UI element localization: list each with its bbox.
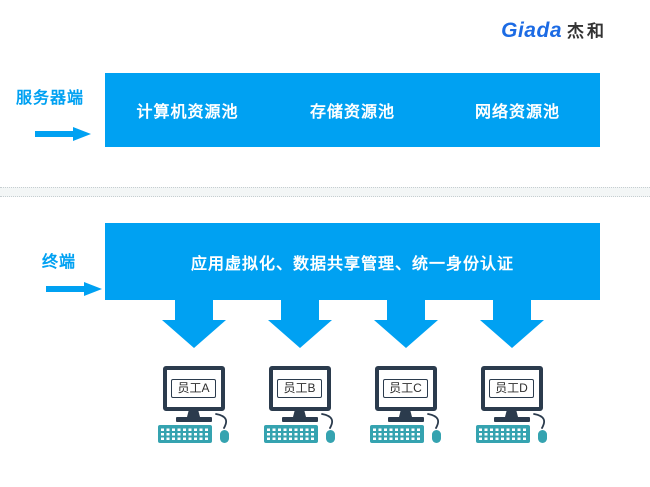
monitor-base — [493, 417, 530, 422]
terminal-platform-label: 应用虚拟化、数据共享管理、统一身份认证 — [190, 255, 514, 273]
down-arrow-icon — [373, 300, 438, 348]
employee-label: 员工B — [277, 378, 322, 399]
computer-icon: 员工B — [263, 366, 336, 443]
monitor-frame: 员工B — [268, 366, 331, 411]
terminal-side-label: 终端 — [42, 254, 77, 271]
computer-icon: 员工C — [369, 366, 442, 443]
pool-network-resources: 网络资源池 — [474, 104, 560, 121]
terminal-platform-bar: 应用虚拟化、数据共享管理、统一身份认证 — [105, 223, 600, 300]
mouse-cable — [214, 413, 227, 429]
monitor-frame: 员工A — [162, 366, 225, 411]
mouse-cable — [532, 413, 545, 429]
mouse-cable — [320, 413, 333, 429]
mouse-cable — [426, 413, 439, 429]
monitor-frame: 员工C — [374, 366, 437, 411]
mouse-icon — [325, 430, 335, 443]
server-side-label: 服务器端 — [16, 90, 85, 107]
endpoint-employee-c: 员工C — [368, 300, 444, 443]
mouse-icon — [219, 430, 229, 443]
down-arrow-icon — [267, 300, 332, 348]
keyboard-mouse-row — [369, 413, 442, 443]
server-resource-bar: 计算机资源池 存储资源池 网络资源池 — [105, 73, 600, 147]
endpoint-employee-b: 员工B — [262, 300, 338, 443]
keyboard-keys — [266, 428, 315, 440]
section-divider — [0, 187, 650, 197]
keyboard-mouse-row — [475, 413, 548, 443]
down-arrow-icon — [161, 300, 226, 348]
keyboard-icon — [475, 425, 530, 443]
monitor-frame: 员工D — [480, 366, 543, 411]
monitor-stand — [187, 411, 200, 417]
keyboard-icon — [369, 425, 424, 443]
monitor-stand — [505, 411, 518, 417]
keyboard-mouse-row — [157, 413, 230, 443]
pool-computer-resources: 计算机资源池 — [136, 104, 239, 121]
brand-logo-cn-text: 杰和 — [567, 22, 607, 41]
brand-logo: Giada 杰和 — [501, 17, 607, 43]
monitor-stand — [293, 411, 306, 417]
endpoints-row: 员工A 员工B — [105, 300, 600, 443]
brand-logo-text: Giada — [501, 19, 562, 42]
employee-label: 员工D — [489, 378, 534, 399]
terminal-right-arrow-icon — [46, 282, 102, 296]
mouse-icon — [537, 430, 547, 443]
employee-label: 员工C — [383, 378, 428, 399]
monitor-stand — [399, 411, 412, 417]
keyboard-icon — [157, 425, 212, 443]
keyboard-keys — [372, 428, 421, 440]
down-arrow-icon — [479, 300, 544, 348]
endpoint-employee-d: 员工D — [474, 300, 550, 443]
computer-icon: 员工A — [157, 366, 230, 443]
mouse-icon — [431, 430, 441, 443]
keyboard-mouse-row — [263, 413, 336, 443]
monitor-base — [281, 417, 318, 422]
server-right-arrow-icon — [35, 127, 91, 141]
keyboard-keys — [160, 428, 209, 440]
monitor-base — [175, 417, 212, 422]
monitor-base — [387, 417, 424, 422]
computer-icon: 员工D — [475, 366, 548, 443]
endpoint-employee-a: 员工A — [156, 300, 232, 443]
keyboard-icon — [263, 425, 318, 443]
employee-label: 员工A — [171, 378, 216, 399]
pool-storage-resources: 存储资源池 — [309, 104, 395, 121]
keyboard-keys — [478, 428, 527, 440]
